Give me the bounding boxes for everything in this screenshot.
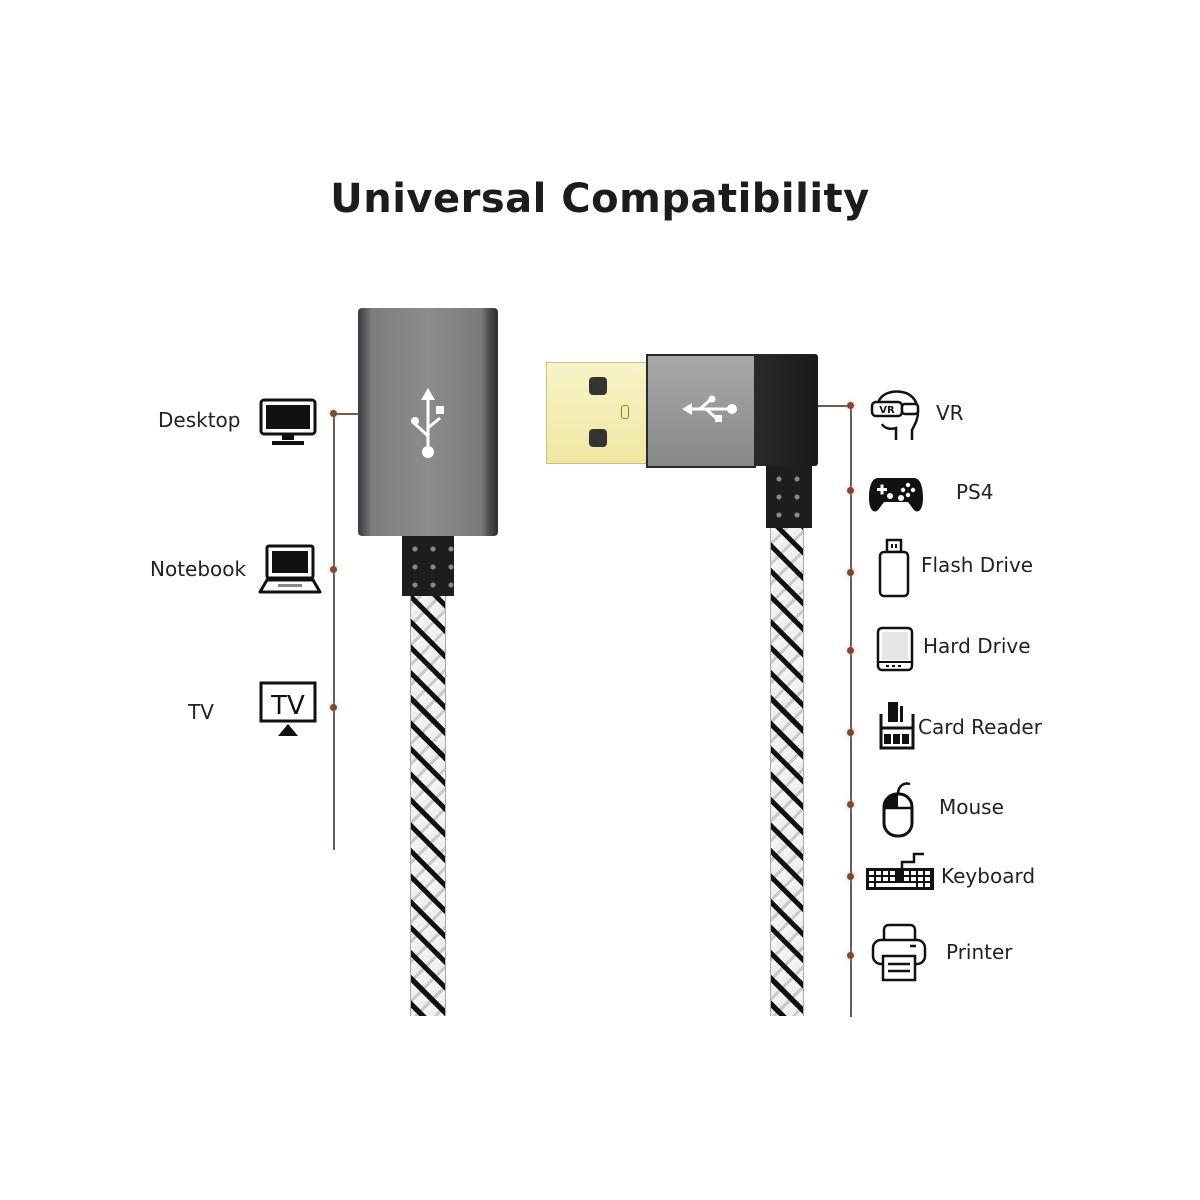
connector-dot [847,402,854,409]
device-label: Printer [946,940,1013,964]
device-flash-drive: Flash Drive [876,538,1056,600]
usb-elbow-housing [754,354,818,466]
connector-dot [330,410,337,417]
left-connector-line [333,413,335,850]
gamepad-icon [869,478,923,512]
device-label: Flash Drive [921,553,1034,577]
tv-icon: TV [259,681,317,736]
right-branch-line [818,405,852,407]
device-desktop: Desktop [150,396,325,450]
usb-flash-drive-icon [878,538,910,598]
svg-text:TV: TV [270,691,305,721]
device-label: Notebook [150,557,247,581]
laptop-icon [258,544,322,594]
device-vr: VR VR [866,388,1006,442]
device-keyboard: Keyboard [864,850,1054,898]
svg-text:VR: VR [879,405,895,416]
connector-dot [847,569,854,576]
device-ps4: PS4 [866,472,1006,516]
connector-dot [330,566,337,573]
usb-trident-icon [411,388,444,458]
device-notebook: Notebook [140,542,325,598]
strain-relief [766,466,812,528]
device-label: Keyboard [941,864,1036,888]
device-mouse: Mouse [876,780,1046,838]
device-label: PS4 [956,480,994,504]
mouse-icon [882,782,914,838]
device-label: TV [188,700,214,724]
braided-cable-left [410,596,446,1016]
device-label: Mouse [939,795,1004,819]
right-connector-line [850,405,852,1017]
strain-relief [402,536,454,596]
desktop-monitor-icon [259,398,317,445]
connector-dot [847,647,854,654]
card-reader-icon [879,702,915,750]
connector-dot [330,704,337,711]
connector-dot [847,729,854,736]
braided-cable-right [770,528,804,1016]
usb-female-connector [358,308,498,536]
usb-male-housing [646,354,756,468]
connector-dot [847,487,854,494]
device-label: Hard Drive [923,634,1031,658]
device-label: Card Reader [918,715,1042,739]
device-printer: Printer [870,922,1050,984]
printer-icon [871,923,927,982]
usb-trident-icon [682,395,737,422]
device-label: Desktop [158,408,241,432]
device-label: VR [936,401,964,425]
connector-dot [847,801,854,808]
left-branch-line [333,413,359,415]
page-title: Universal Compatibility [330,176,870,222]
keyboard-icon [866,852,934,890]
usb-male-plug [546,362,650,464]
device-hard-drive: Hard Drive [876,626,1056,674]
vr-headset-icon: VR [870,390,920,440]
connector-dot [847,952,854,959]
connector-dot [847,873,854,880]
hard-drive-icon [876,626,914,672]
device-card-reader: Card Reader [876,700,1066,752]
device-tv: TV TV [180,680,325,740]
